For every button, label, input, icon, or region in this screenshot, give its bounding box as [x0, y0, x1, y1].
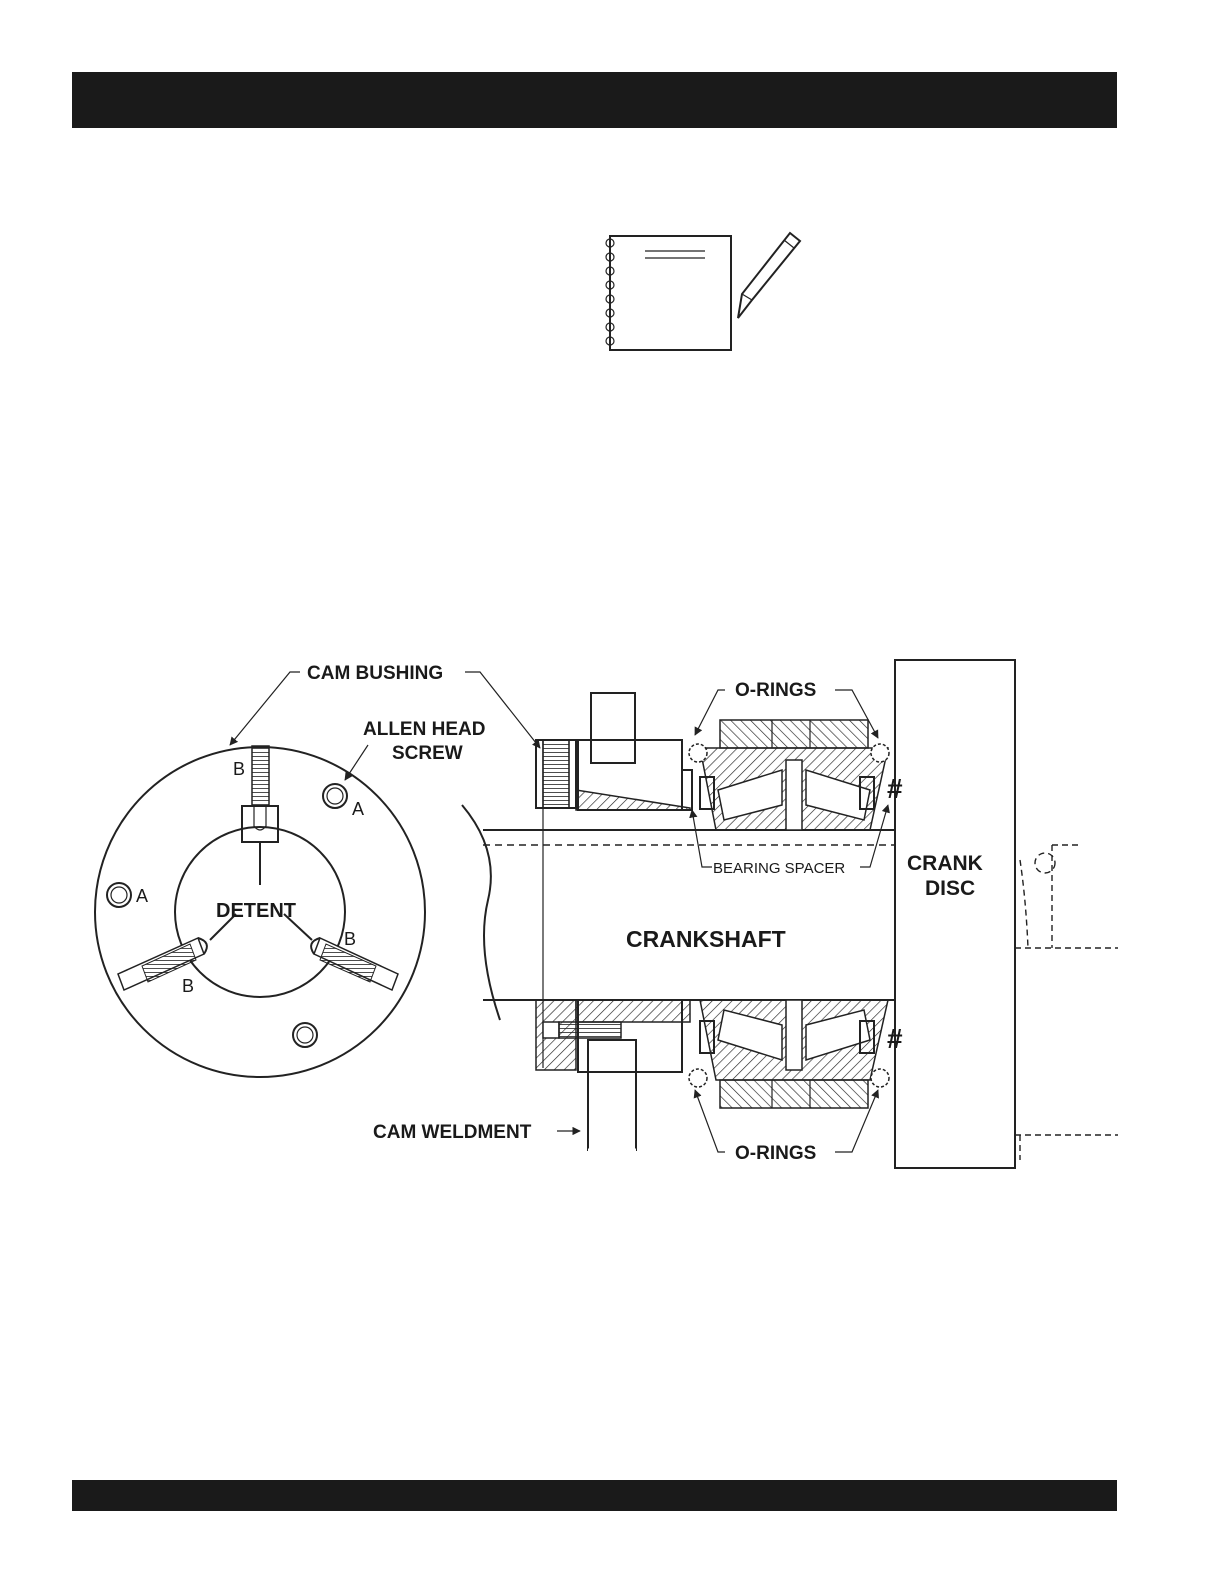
- crankshaft-label: CRANKSHAFT: [626, 926, 786, 952]
- bearing-spacer-label: BEARING SPACER: [713, 860, 845, 877]
- crank-disc-label-line2: DISC: [925, 877, 975, 900]
- crank-disc-label-line1: CRANK: [907, 852, 983, 875]
- detent-label: DETENT: [216, 900, 296, 922]
- hole-a-label-right: A: [352, 799, 364, 819]
- crankshaft-section-view: [462, 660, 1118, 1168]
- hole-b-label-top: B: [233, 759, 245, 779]
- cam-weldment-label: CAM WELDMENT: [373, 1122, 532, 1143]
- hole-b-label-left: B: [182, 976, 194, 996]
- hash-mark-bottom: #: [887, 1023, 903, 1054]
- o-rings-bottom-label: O-RINGS: [735, 1143, 816, 1164]
- cam-bushing-label: CAM BUSHING: [307, 663, 443, 684]
- hole-b-label-right: B: [344, 929, 356, 949]
- o-rings-top-label: O-RINGS: [735, 680, 816, 701]
- hash-mark-top: #: [887, 773, 903, 804]
- allen-head-label-line2: SCREW: [392, 743, 463, 764]
- notebook-icon: [606, 236, 731, 350]
- hole-a-label-left: A: [136, 886, 148, 906]
- pencil-icon: [738, 233, 800, 318]
- allen-head-label-line1: ALLEN HEAD: [363, 719, 485, 740]
